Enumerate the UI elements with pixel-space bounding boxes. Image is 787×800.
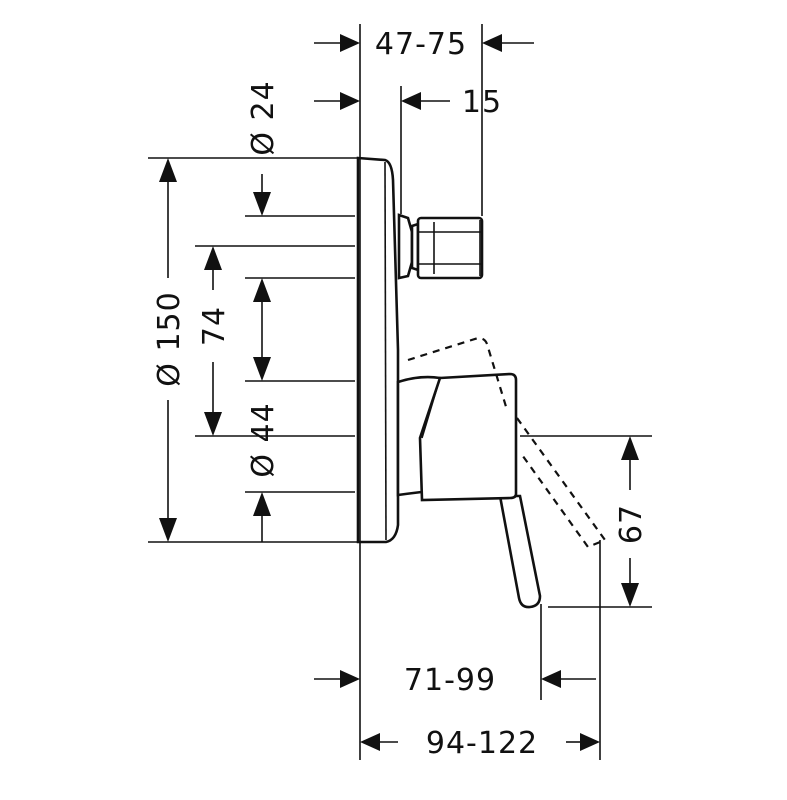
label-rosette-diameter: Ø 150: [152, 291, 187, 386]
product-outline: [356, 156, 607, 609]
lever-handle: [418, 372, 518, 502]
dim-axis-distance: 74: [197, 246, 232, 436]
lever-handle-bevel: [421, 377, 441, 439]
dim-body-diameter: Ø 44: [246, 402, 281, 542]
dim-depth-range: 47-75: [314, 27, 534, 62]
dim-offset: 15: [314, 85, 502, 120]
label-body-diameter: Ø 44: [246, 402, 281, 477]
label-offset: 15: [462, 85, 502, 120]
dim-rosette-diameter: Ø 150: [152, 158, 187, 542]
extension-lines: [148, 24, 652, 760]
dim-lever-depth: 71-99: [314, 663, 596, 698]
rosette-inner-edge: [384, 161, 387, 541]
dim-lever-height: 67: [614, 436, 649, 607]
label-lever-depth: 71-99: [404, 663, 496, 698]
lever-alt-position: [407, 336, 607, 549]
rosette-plate: [356, 156, 400, 544]
label-total-depth: 94-122: [426, 726, 538, 761]
label-inlet-diameter: Ø 24: [246, 80, 281, 155]
dim-inlet-diameter: Ø 24: [246, 80, 281, 381]
dim-total-depth: 94-122: [360, 726, 600, 761]
diverter-knob: [397, 213, 484, 280]
label-lever-height: 67: [614, 504, 649, 544]
lever-stem: [498, 494, 542, 609]
label-axis-distance: 74: [197, 306, 232, 346]
label-depth-range: 47-75: [375, 27, 467, 62]
